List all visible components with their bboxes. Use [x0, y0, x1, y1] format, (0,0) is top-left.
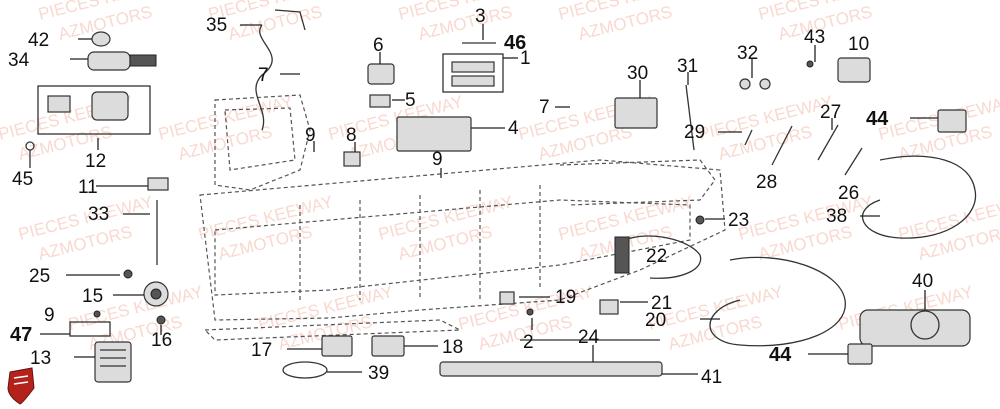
ties-27-29: [744, 124, 863, 176]
callout-number: 20: [645, 310, 666, 331]
relay-18: [371, 335, 405, 357]
callout-number: 46: [504, 32, 526, 54]
callout-number: 30: [627, 63, 648, 84]
screw-43: [806, 60, 814, 68]
callout-number: 10: [848, 34, 869, 55]
leader-lines: [40, 24, 938, 375]
key-45: [25, 141, 35, 168]
callout-number: 32: [737, 43, 758, 64]
callout-number: 16: [151, 330, 172, 351]
battery-4: [396, 116, 472, 152]
callout-number: 5: [405, 90, 416, 111]
callout-number: 47: [10, 324, 32, 346]
harness-20: [709, 256, 846, 347]
callout-number: 4: [508, 118, 519, 139]
harness-35: [255, 9, 306, 131]
callout-number: 23: [728, 210, 749, 231]
callout-number: 41: [701, 367, 722, 388]
callout-number: 33: [88, 204, 109, 225]
relay-10: [837, 57, 871, 83]
callout-number: 39: [368, 363, 389, 384]
sensor-19: [499, 291, 515, 305]
relay-44b: [847, 343, 873, 365]
callout-number: 27: [820, 102, 841, 123]
callout-number: 21: [651, 293, 672, 314]
rod-31: [685, 84, 695, 151]
sensor-21: [599, 299, 619, 315]
callout-number: 3: [475, 6, 486, 27]
fuse-box-1: [442, 53, 504, 93]
screw-9c: [93, 310, 101, 318]
callout-number: 34: [8, 50, 30, 71]
screw-2: [526, 308, 534, 316]
bracket-47: [69, 321, 111, 337]
callout-number: 24: [578, 327, 600, 348]
callout-number: 17: [251, 340, 272, 361]
scooter-frame: [199, 94, 726, 341]
callout-number: 19: [555, 287, 576, 308]
relay-17: [321, 335, 353, 357]
relay-6: [367, 63, 395, 85]
bulbs-32: [739, 78, 771, 90]
nut-23: [695, 215, 705, 225]
callout-number: 43: [804, 27, 825, 48]
callout-number: 45: [12, 169, 33, 190]
callout-number: 25: [29, 266, 50, 287]
ecu-30: [614, 97, 658, 129]
ignition-switch-34: [87, 51, 157, 71]
callout-number: 22: [646, 246, 667, 267]
ring-39: [282, 361, 328, 379]
callout-number: 7: [539, 97, 550, 118]
callout-number: 38: [826, 206, 847, 227]
callout-number: 9: [432, 149, 443, 170]
callout-number: 13: [30, 348, 51, 369]
switch-8: [343, 151, 361, 167]
callout-number: 40: [912, 271, 933, 292]
connector-5: [369, 94, 391, 108]
horn-15: [143, 281, 169, 307]
callout-number: 7: [258, 65, 269, 86]
harness-38: [861, 155, 977, 239]
relay-44a: [937, 109, 967, 133]
callout-number: 44: [769, 344, 792, 366]
callout-number: 28: [756, 172, 777, 193]
callout-number: 12: [85, 151, 106, 172]
callout-number: 15: [82, 286, 103, 307]
callout-number: 6: [373, 35, 384, 56]
callout-number: 44: [866, 108, 889, 130]
callout-number: 2: [523, 332, 534, 353]
callout-number: 29: [684, 122, 705, 143]
sleeve-41: [439, 361, 663, 377]
lock-set-12: [37, 85, 151, 135]
azmotors-shield-logo: [7, 367, 35, 405]
callout-number: 8: [346, 125, 357, 146]
callout-number: 18: [442, 337, 463, 358]
callout-number: 9: [305, 125, 316, 146]
clamp-42: [91, 31, 111, 47]
callout-number: 11: [78, 177, 98, 198]
callout-number: 35: [206, 15, 227, 36]
callout-number: 31: [677, 56, 698, 77]
regulator-13: [94, 341, 132, 383]
callout-number: 42: [28, 30, 49, 51]
ignition-coil-22: [614, 235, 702, 279]
callout-number: 26: [838, 183, 859, 204]
callout-number: 9: [44, 305, 55, 326]
bracket-11: [147, 177, 169, 191]
callout-number: 1: [520, 48, 531, 69]
throttle-body-40: [859, 309, 971, 347]
bolt-25: [123, 269, 133, 279]
nut-16: [156, 315, 166, 325]
